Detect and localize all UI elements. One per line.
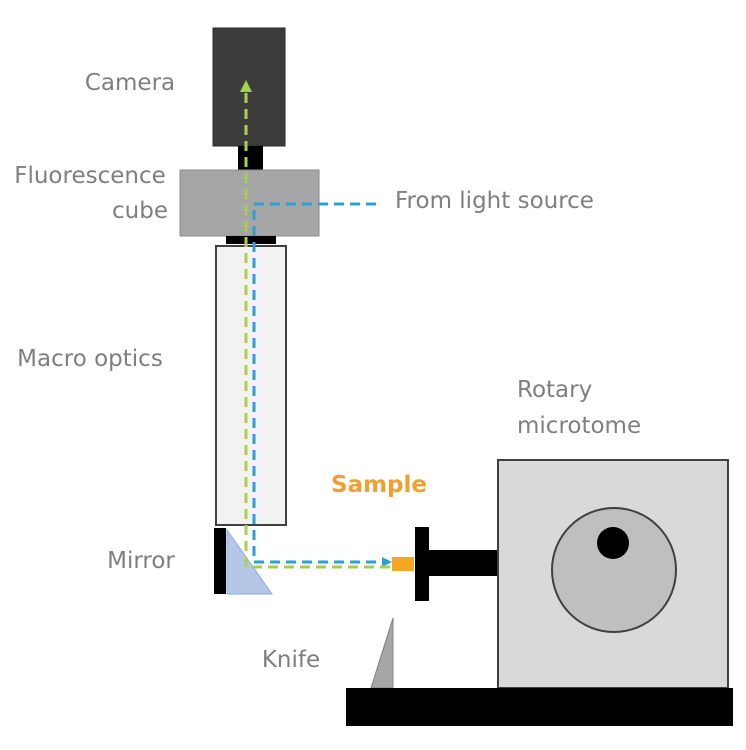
mirror-mount [214,528,226,594]
fluorescence-cube-label-line1: Fluorescence [14,163,166,189]
excitation-arrowhead [382,557,392,567]
specimen-holder-arm [428,550,500,576]
knife-label: Knife [262,647,320,673]
camera-label: Camera [85,70,175,96]
mirror-prism [226,528,273,595]
rotary-microtome-label-line2: microtome [517,413,641,439]
light-source-label: From light source [395,188,594,214]
cube-connector [226,236,276,244]
rotary-microtome-label-line1: Rotary [517,377,592,403]
macro-optics-label: Macro optics [17,346,163,372]
microtome-wheel-handle [597,527,629,559]
emission-arrowhead [240,80,252,92]
mirror-label: Mirror [107,548,175,574]
sample-label: Sample [331,472,427,498]
sample-block [392,557,414,571]
macro-optics-tube [215,245,287,526]
camera-connector [238,146,263,170]
base-platform [346,688,733,726]
emission-light-path [244,92,390,569]
fluorescence-cube-label-line2: cube [112,198,168,224]
fluorescence-cube [179,169,320,237]
knife-blade [370,617,394,689]
microtome-wheel [551,507,677,633]
specimen-holder-plate [415,527,429,601]
excitation-light-path [252,202,386,564]
